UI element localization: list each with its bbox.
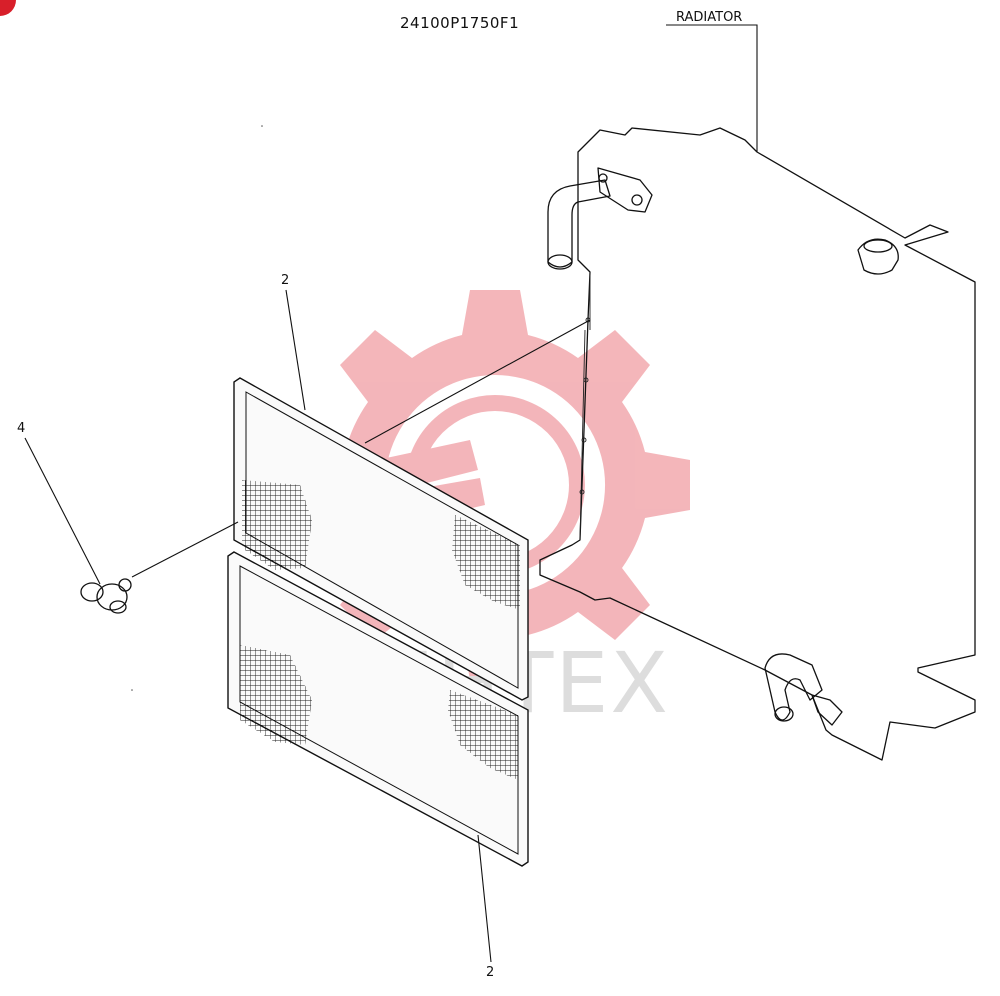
callout-fastener: 4 (17, 421, 25, 436)
lower-grille-panel (227, 551, 529, 867)
fastener-leader-to-grille (131, 521, 239, 578)
callout-upper-grille-leader (285, 289, 306, 411)
fastener-nub (118, 578, 132, 592)
fastener-part (80, 578, 132, 614)
callout-lower-grille: 2 (486, 965, 494, 980)
drawing-number: 24100P1750F1 (400, 14, 519, 32)
lower-grille-mesh-right (448, 690, 518, 780)
fastener-head (80, 582, 104, 602)
radiator-label: RADIATOR (676, 10, 742, 25)
lower-hose-end (774, 706, 794, 722)
radiator-outline (539, 127, 976, 761)
lower-grille-frame (227, 551, 529, 867)
fastener-tail (109, 600, 127, 614)
upper-hose-end (547, 254, 573, 270)
callout-lower-grille-leader (477, 834, 492, 963)
stray-mark-2 (131, 689, 133, 691)
callout-upper-grille: 2 (281, 273, 289, 288)
mount-hole-3 (581, 437, 587, 443)
upper-grille-mesh-left (242, 480, 312, 570)
upper-grille-panel (233, 377, 529, 701)
upper-grille-frame (233, 377, 529, 701)
upper-grille-mesh-right (452, 515, 520, 610)
fastener-body (96, 583, 128, 611)
lower-hose (764, 653, 823, 721)
alignment-line (364, 319, 591, 444)
upper-hose (547, 179, 611, 268)
callout-fastener-leader (24, 437, 101, 585)
mount-hole-4 (579, 489, 585, 495)
upper-fitting-bolt (631, 194, 643, 206)
lower-grille-mesh-left (240, 645, 312, 745)
radiator-cap-top (863, 239, 893, 253)
lower-hose-fitting (811, 694, 843, 726)
upper-fitting-bolt-2 (598, 173, 608, 183)
stray-mark-1 (261, 125, 263, 127)
mount-hole-2 (583, 377, 589, 383)
radiator-leader (666, 24, 758, 152)
upper-hose-fitting (597, 167, 653, 213)
corner-badge (0, 0, 16, 16)
